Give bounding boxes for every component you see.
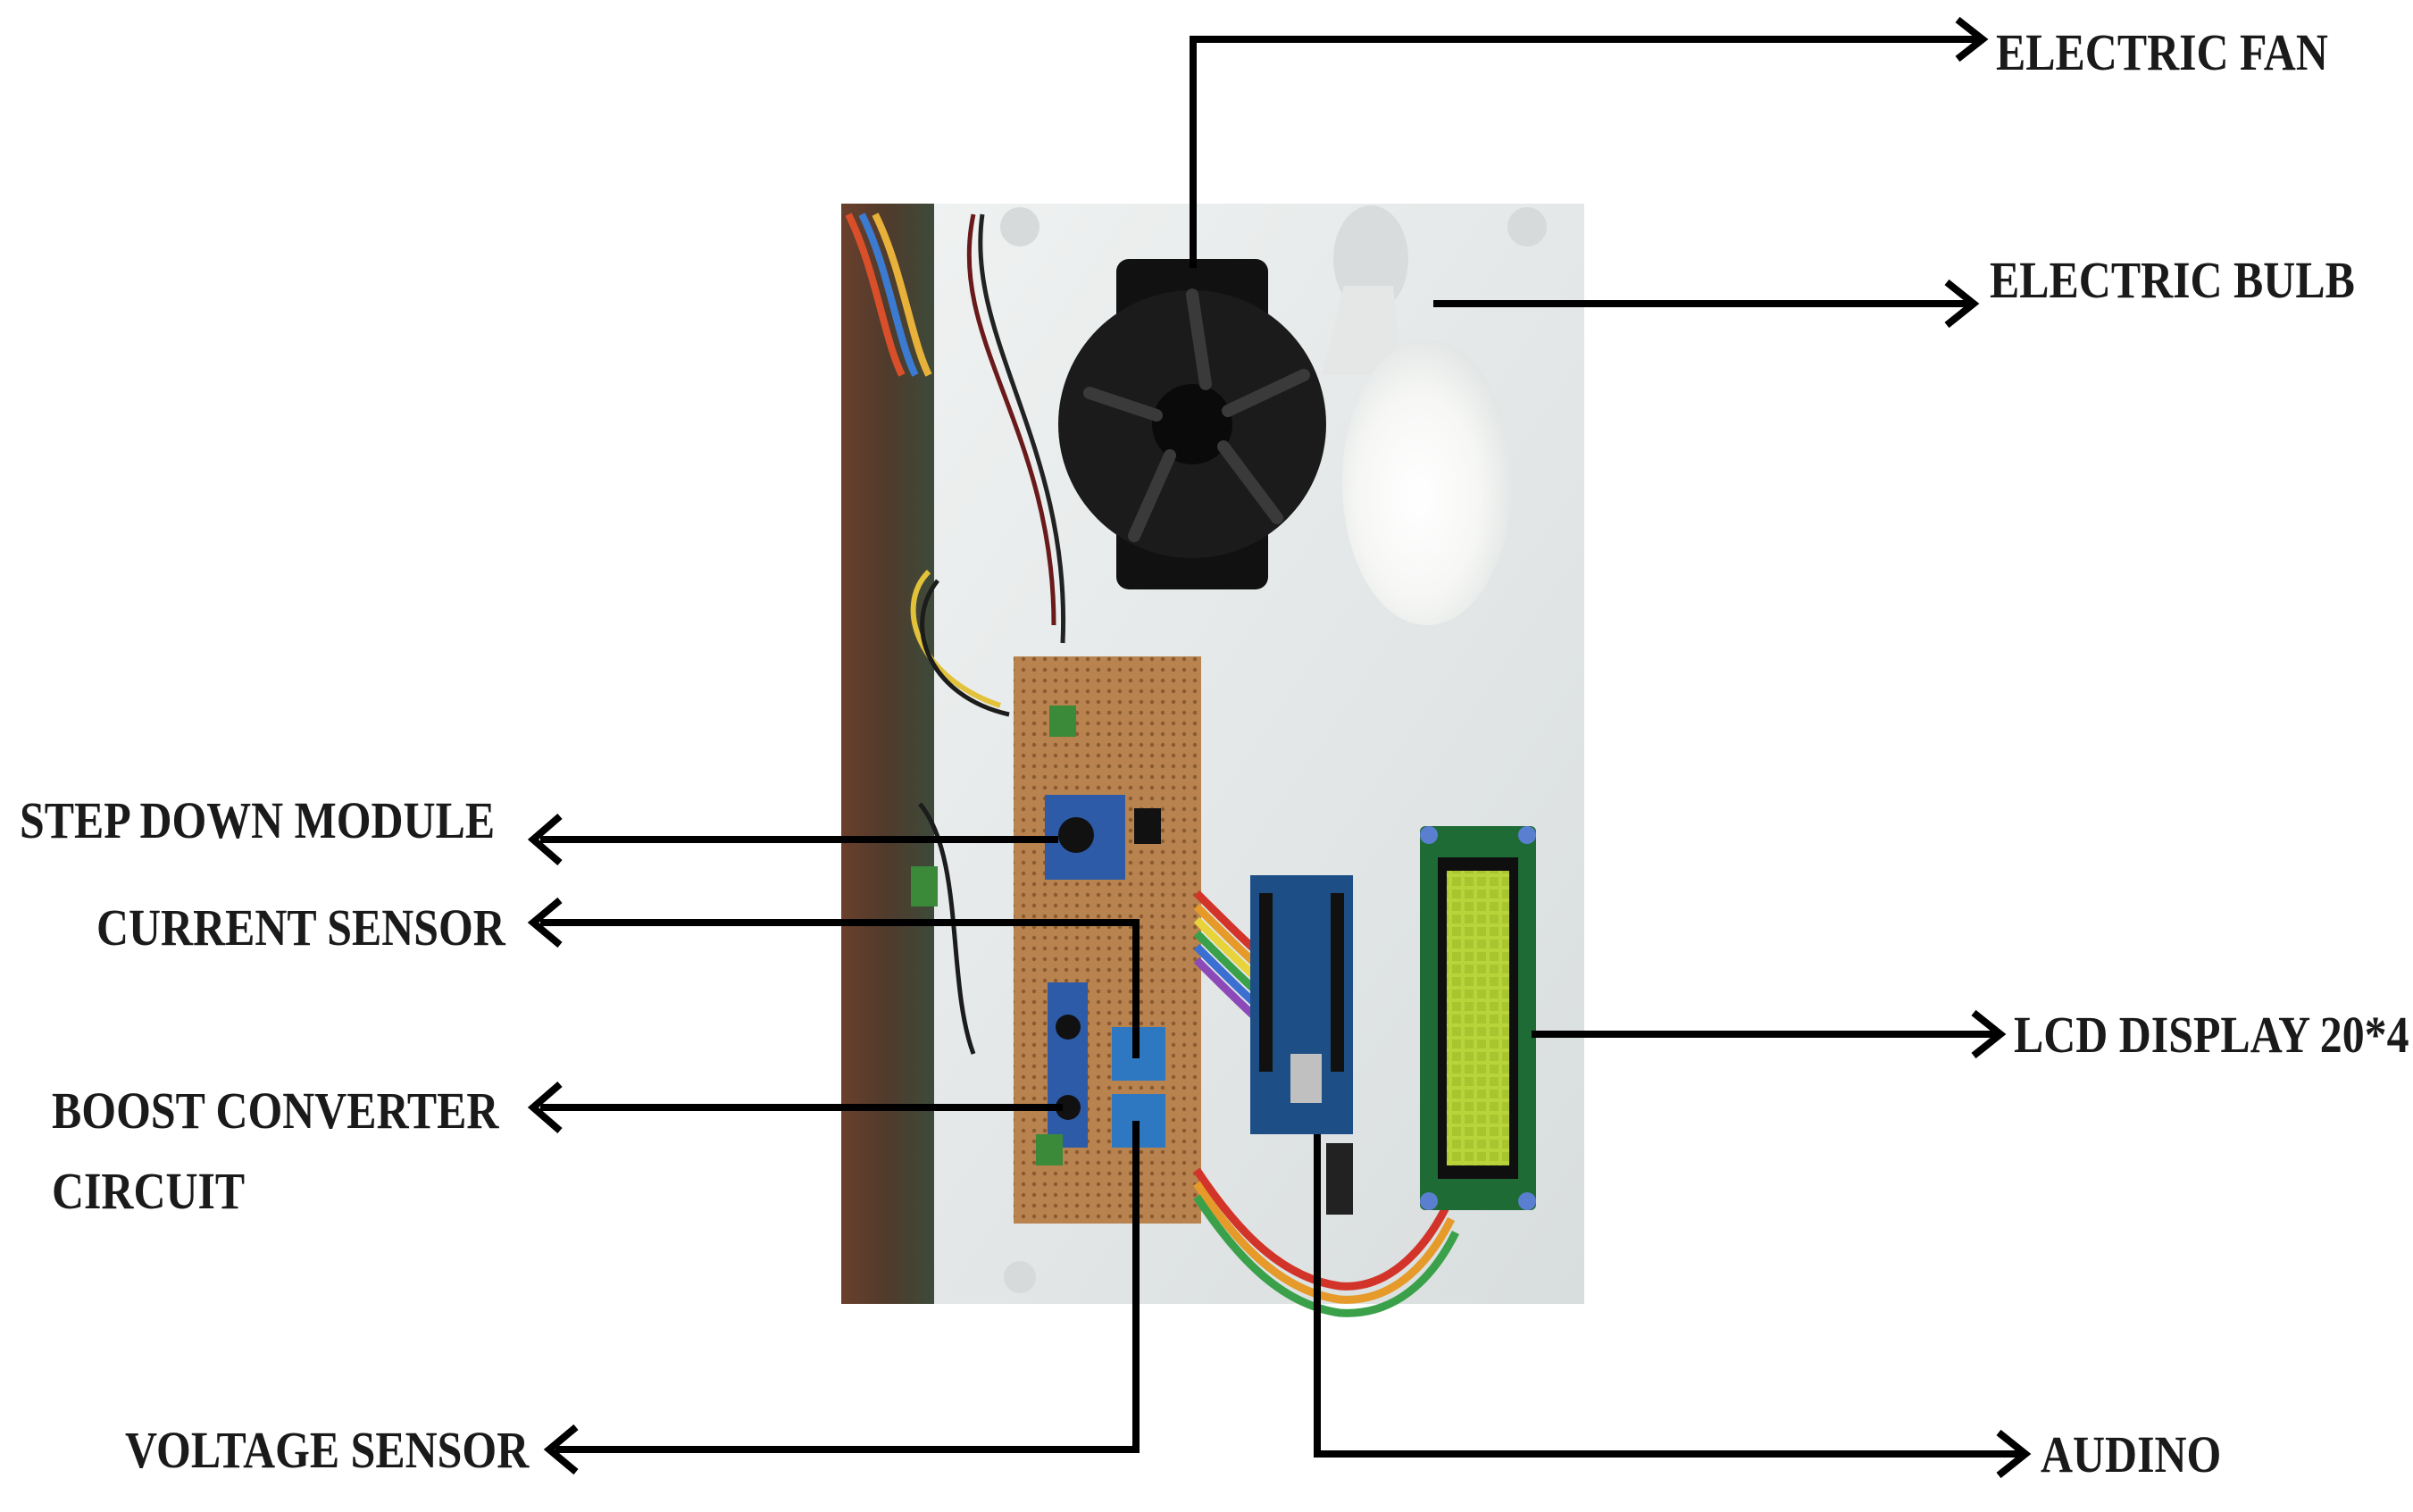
- label-lcd-display: LCD DISPLAY 20*4: [2014, 1006, 2409, 1064]
- label-voltage-sensor: VOLTAGE SENSOR: [125, 1421, 530, 1479]
- voltage-sensor-callout-line: [555, 1121, 1140, 1453]
- label-step-down-module: STEP DOWN MODULE: [20, 791, 496, 849]
- label-boost-converter-line2: CIRCUIT: [52, 1162, 246, 1220]
- label-audino: AUDINO: [2041, 1425, 2222, 1483]
- fan-callout-line: [1190, 36, 1978, 268]
- label-current-sensor: CURRENT SENSOR: [96, 898, 505, 956]
- label-electric-fan: ELECTRIC FAN: [1996, 23, 2328, 81]
- electric-fan-photo: [1058, 259, 1326, 589]
- lcd-arrowhead: [1971, 1009, 2007, 1059]
- audino-callout-line: [1314, 1134, 2020, 1458]
- electric-bulb-photo: [1322, 205, 1512, 625]
- label-boost-converter-line1: BOOST CONVERTER: [52, 1082, 499, 1140]
- audino-arrowhead: [1996, 1429, 2032, 1479]
- voltage-sensor-arrowhead: [543, 1424, 579, 1475]
- bulb-arrowhead: [1944, 279, 1980, 329]
- fan-arrowhead: [1955, 16, 1989, 63]
- perfboard-photo: [911, 656, 1201, 1224]
- boost-converter-photo: [1048, 982, 1088, 1148]
- lcd-display-photo: [1420, 826, 1536, 1210]
- arduino-board-photo: [1250, 875, 1353, 1215]
- callout-arrows: [527, 16, 2032, 1479]
- current-sensor-arrowhead: [527, 897, 563, 948]
- brick-wall-edge: [841, 204, 934, 1304]
- current-sensor-callout-line: [540, 919, 1140, 1058]
- setup-photo: [841, 204, 1584, 1317]
- step-down-arrowhead: [527, 813, 563, 866]
- label-electric-bulb: ELECTRIC BULB: [1990, 251, 2355, 309]
- boost-converter-arrowhead: [527, 1081, 563, 1134]
